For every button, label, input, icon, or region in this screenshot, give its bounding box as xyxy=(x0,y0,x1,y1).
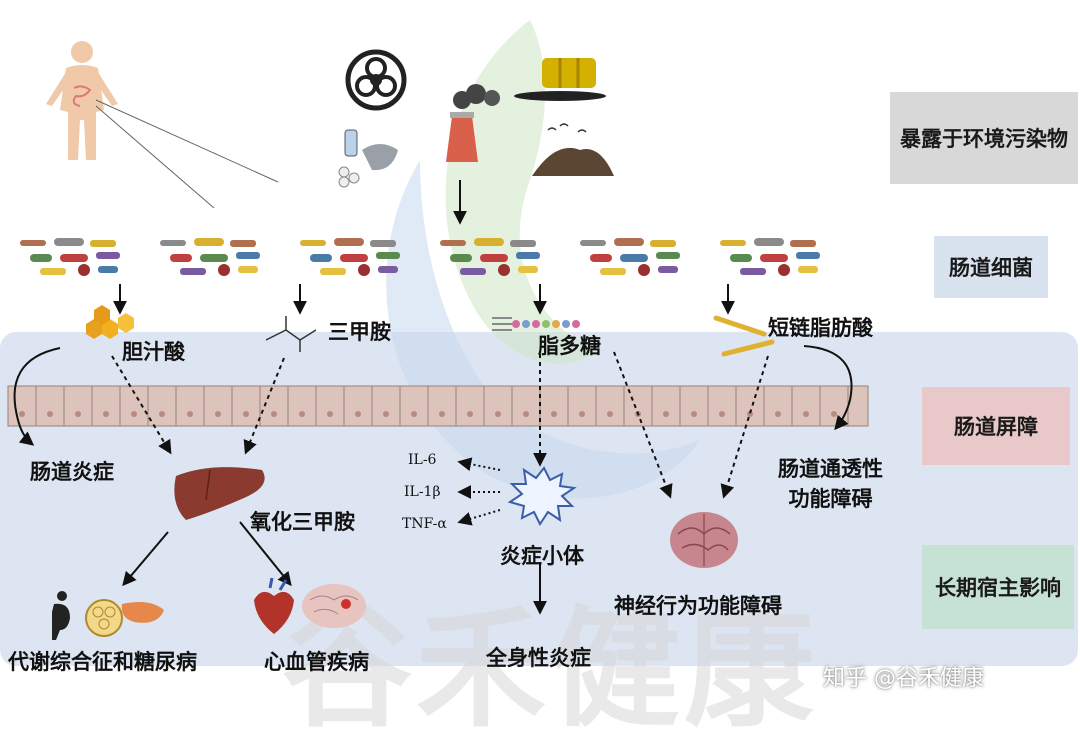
garbage-pile-icon xyxy=(532,123,614,176)
stage-barrier-box: 肠道屏障 xyxy=(922,387,1070,465)
brain-icon xyxy=(670,512,738,568)
source-credit: 知乎 @谷禾健康 xyxy=(823,666,984,691)
human-figure-icon xyxy=(46,41,118,160)
cytokine-il1b: IL-1β xyxy=(404,484,441,500)
neurobehavioral-label: 神经行为功能障碍 xyxy=(614,594,782,618)
systemic-inflammation-label: 全身性炎症 xyxy=(486,646,591,670)
permeability-dysfunction-label: 肠道通透性 功能障碍 xyxy=(778,457,883,511)
plastic-waste-icon xyxy=(338,129,398,188)
biohazard-icon xyxy=(345,49,407,111)
gut-inflammation-label: 肠道炎症 xyxy=(30,460,114,484)
short-chain-fatty-acid-icon xyxy=(713,315,775,357)
cardiovascular-label: 心血管疾病 xyxy=(264,650,369,674)
inflammasome-label: 炎症小体 xyxy=(500,544,584,568)
lipopolysaccharide-label: 脂多糖 xyxy=(538,334,601,358)
trimethylamine-label: 三甲胺 xyxy=(328,320,391,344)
liver-icon xyxy=(174,467,265,520)
pathway-illustration xyxy=(7,41,869,640)
cardiovascular-icon xyxy=(254,577,366,634)
bile-acid-icon xyxy=(86,305,134,339)
trimethylamine-structure-icon xyxy=(265,316,317,352)
metabolic-diabetes-label: 代谢综合征和糖尿病 xyxy=(8,650,197,674)
stage-host-box: 长期宿主影响 xyxy=(922,545,1074,629)
bile-acid-label: 胆汁酸 xyxy=(122,340,185,364)
tmao-label: 氧化三甲胺 xyxy=(250,510,355,534)
factory-icon xyxy=(446,84,500,162)
stage-bacteria-box: 肠道细菌 xyxy=(934,236,1048,298)
stage-environment-box: 暴露于环境污染物 xyxy=(890,92,1078,184)
cytokine-il6: IL-6 xyxy=(408,452,437,468)
epithelial-barrier-icon xyxy=(7,385,869,427)
short-chain-fatty-acid-label: 短链脂肪酸 xyxy=(768,316,873,340)
inflammasome-icon xyxy=(507,466,577,526)
oil-barrel-icon xyxy=(514,58,606,101)
cytokine-tnfa: TNF-α xyxy=(402,516,447,532)
lipopolysaccharide-icon xyxy=(492,317,580,331)
metabolic-syndrome-icon xyxy=(52,591,164,640)
bacteria-layer-icon xyxy=(20,238,820,276)
